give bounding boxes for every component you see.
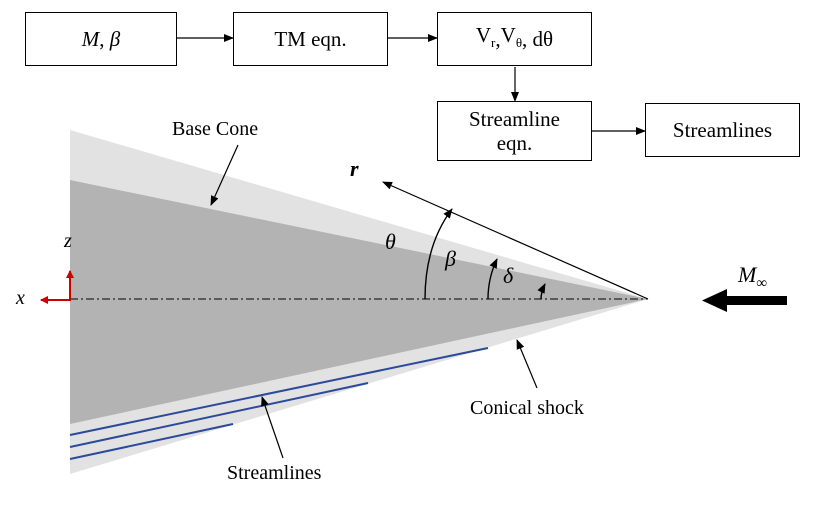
separator: , [99, 27, 110, 51]
r-vector [382, 181, 649, 300]
flow-box-streamline-eqn: Streamline eqn. [437, 101, 592, 161]
streamlines-label: Streamlines [227, 462, 322, 484]
beta-symbol: β [109, 27, 121, 51]
delta-label: δ [503, 263, 514, 288]
z-label: z [64, 230, 72, 252]
x-label: x [16, 287, 25, 309]
r-label: r [350, 156, 359, 181]
flow-box-streamlines: Streamlines [645, 103, 800, 157]
base-cone-pointer [210, 144, 239, 206]
dtheta-label: , dθ [522, 27, 554, 51]
streamlines-output-label: Streamlines [672, 118, 773, 142]
streamline-1 [69, 347, 489, 436]
beta-label: β [445, 246, 456, 271]
vtheta-label: Vθ [500, 22, 523, 51]
base-cone-body [70, 180, 648, 424]
streamline-2 [69, 382, 369, 448]
vr-label: Vr [475, 22, 496, 51]
delta-arc [487, 258, 498, 300]
flow-box-tm-equation: TM eqn. [233, 12, 388, 66]
streamline-eqn-line2: eqn. [496, 131, 533, 155]
streamlines-pointer [261, 396, 284, 459]
flow-box-inputs: M, β [25, 12, 177, 66]
beta-arc [424, 208, 453, 300]
conical-shock-label: Conical shock [470, 397, 584, 419]
streamline-3 [69, 423, 234, 460]
flow-box-velocity: Vr,Vθ, dθ [437, 12, 592, 66]
tm-equation-label: TM eqn. [274, 27, 347, 51]
streamline-eqn-line1: Streamline [469, 107, 560, 131]
conical-shock-pointer [516, 339, 538, 389]
mach-label: M∞ [738, 262, 768, 292]
mach-symbol: M [81, 27, 100, 51]
base-cone-label: Base Cone [172, 118, 259, 140]
mach-arrow [702, 289, 787, 312]
theta-label: θ [385, 229, 396, 254]
small-arc [537, 283, 546, 300]
